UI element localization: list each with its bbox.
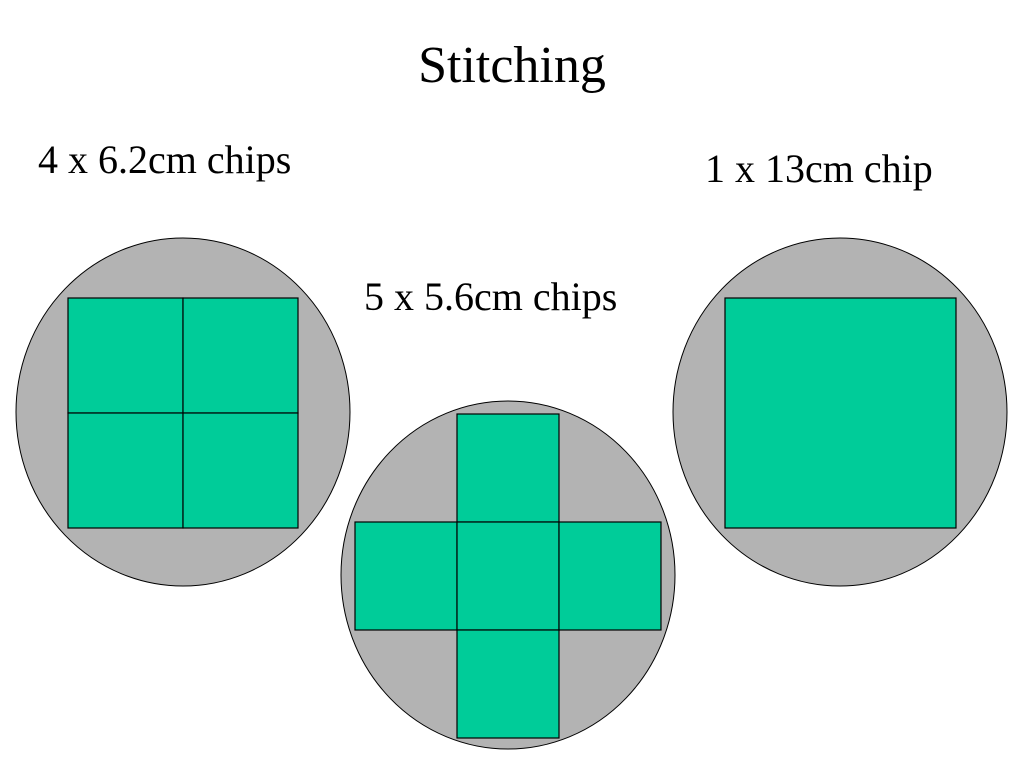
label-five-chips: 5 x 5.6cm chips — [364, 274, 618, 319]
chip-bottom-left — [67, 412, 184, 529]
chip-top-left — [67, 297, 184, 414]
wafer-one-chip — [672, 237, 1008, 587]
chip-cross-bottom — [456, 629, 560, 739]
slide-title: Stitching — [418, 37, 606, 94]
chip-cross-top — [456, 413, 560, 523]
chip-top-right — [182, 297, 299, 414]
chip-single — [724, 297, 957, 529]
chip-cross-center — [456, 521, 560, 631]
wafer-five-chips — [340, 400, 676, 750]
wafer-four-chips — [15, 237, 351, 587]
label-four-chips: 4 x 6.2cm chips — [38, 137, 292, 182]
chip-cross-left — [354, 521, 458, 631]
label-one-chip: 1 x 13cm chip — [705, 146, 933, 191]
chip-bottom-right — [182, 412, 299, 529]
chip-cross-right — [558, 521, 662, 631]
